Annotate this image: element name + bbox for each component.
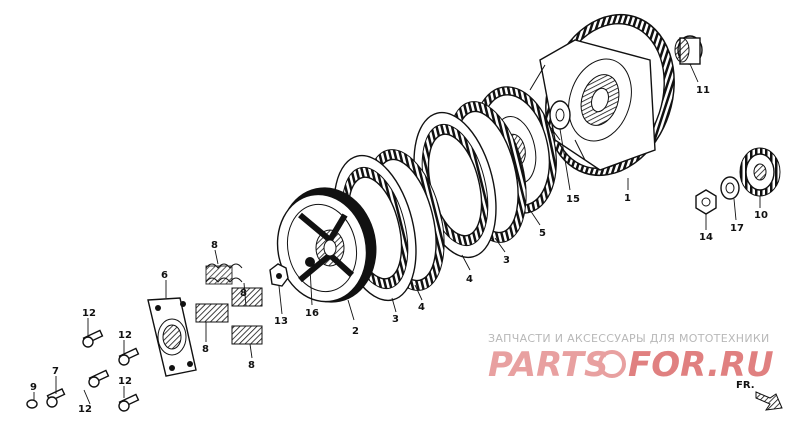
callout-9: 9 — [30, 382, 37, 393]
washer-9 — [26, 399, 38, 409]
clutch-outer-gear — [529, 13, 675, 177]
clutch-spring-top — [205, 263, 243, 285]
front-direction-indicator: FR. — [736, 380, 783, 411]
callout-4-front: 4 — [418, 302, 425, 313]
callout-15: 15 — [566, 194, 580, 205]
callout-6: 6 — [161, 270, 168, 281]
drive-gear — [739, 147, 781, 197]
bolt-d — [118, 393, 140, 412]
callout-13: 13 — [274, 316, 288, 327]
bushing — [674, 35, 703, 65]
callout-3-front: 3 — [392, 314, 399, 325]
callout-16: 16 — [305, 308, 319, 319]
bolt-7 — [46, 387, 66, 408]
callout-1: 1 — [624, 193, 631, 204]
callout-8b: 8 — [240, 288, 247, 299]
callout-17: 17 — [730, 223, 744, 234]
callout-4-rear: 4 — [466, 274, 473, 285]
callout-8d: 8 — [248, 360, 255, 371]
leader-lines — [33, 63, 761, 405]
pressure-plate — [276, 187, 377, 303]
callout-3-rear: 3 — [503, 255, 510, 266]
callout-5: 5 — [539, 228, 546, 239]
watermark-logo: PARTS FOR.RU — [488, 345, 774, 385]
lock-nut — [695, 189, 717, 215]
bolt-c — [88, 369, 110, 388]
bolt-a — [82, 329, 104, 348]
callout-12d: 12 — [78, 404, 92, 415]
callout-12a: 12 — [82, 308, 96, 319]
bolt-b — [118, 347, 140, 366]
callout-7: 7 — [52, 366, 59, 377]
watermark-brand-left: PARTS — [488, 345, 608, 385]
watermark-gear-icon — [598, 350, 626, 378]
clutch-spring-middle — [195, 287, 263, 323]
callout-10: 10 — [754, 210, 768, 221]
thrust-washer — [549, 100, 571, 130]
watermark-brand-right: FOR.RU — [628, 345, 774, 385]
lifter-plate — [269, 263, 289, 287]
callout-14: 14 — [699, 232, 713, 243]
callout-8a: 8 — [211, 240, 218, 251]
callout-8c: 8 — [202, 344, 209, 355]
callout-12c: 12 — [118, 376, 132, 387]
lock-washer — [720, 176, 740, 200]
bearing-holder-plate — [147, 297, 197, 377]
callout-12b: 12 — [118, 330, 132, 341]
front-direction-label: FR. — [736, 380, 755, 391]
callout-11: 11 — [696, 85, 710, 96]
front-arrow-icon — [755, 391, 783, 411]
clutch-spring-bottom — [231, 325, 263, 345]
callout-2: 2 — [352, 326, 359, 337]
watermark-caption: ЗАПЧАСТИ И АКСЕССУАРЫ ДЛЯ МОТОТЕХНИКИ — [488, 332, 770, 345]
